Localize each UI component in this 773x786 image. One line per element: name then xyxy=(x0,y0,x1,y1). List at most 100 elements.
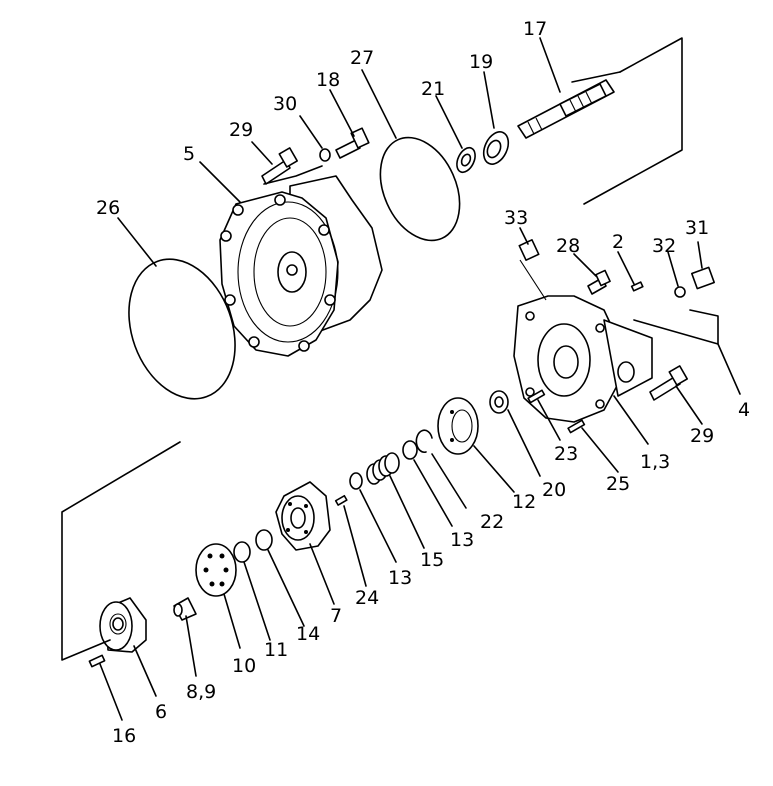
label-23: 23 xyxy=(554,443,578,465)
bearing-19 xyxy=(482,131,510,165)
pin-23 xyxy=(527,389,546,404)
label-7: 7 xyxy=(330,605,342,627)
label-13-upper: 13 xyxy=(450,529,474,551)
washer-30 xyxy=(319,148,331,162)
washer-13-upper xyxy=(402,440,418,460)
label-21: 21 xyxy=(421,78,445,100)
plug-33 xyxy=(518,238,540,262)
leader-16 xyxy=(99,663,123,721)
pin-25 xyxy=(567,419,586,434)
o-ring-26 xyxy=(128,258,236,400)
leader-12 xyxy=(473,445,515,493)
leader-17 xyxy=(571,71,621,83)
leader-27 xyxy=(361,69,397,139)
leader-33 xyxy=(519,227,529,245)
label-33: 33 xyxy=(504,207,528,229)
label-19: 19 xyxy=(469,51,493,73)
leader-31 xyxy=(697,241,703,269)
cover-1-3 xyxy=(513,295,653,423)
bolt-path-29 xyxy=(263,165,323,185)
leader-6 xyxy=(133,645,157,697)
plate-10 xyxy=(195,543,237,597)
leader-19 xyxy=(483,71,495,129)
snap-ring-22 xyxy=(415,429,433,454)
plug-31 xyxy=(691,266,715,290)
housing-5 xyxy=(219,175,383,357)
leader-2 xyxy=(617,251,635,285)
label-31: 31 xyxy=(685,217,709,239)
pin-16 xyxy=(88,654,106,668)
leader-20 xyxy=(507,409,541,477)
label-15: 15 xyxy=(420,549,444,571)
cap-6 xyxy=(99,597,147,653)
leader-8-9 xyxy=(185,615,197,677)
washer-32 xyxy=(674,286,686,298)
piston-8-9 xyxy=(173,597,197,621)
leader-11 xyxy=(243,561,271,641)
leader-22 xyxy=(431,453,467,509)
label-2: 2 xyxy=(612,231,624,253)
plate-12 xyxy=(437,397,479,455)
cover-frame-line xyxy=(633,309,719,345)
label-25: 25 xyxy=(606,473,630,495)
rotor-7 xyxy=(275,481,331,551)
label-22: 22 xyxy=(480,511,504,533)
label-6: 6 xyxy=(155,701,167,723)
label-32: 32 xyxy=(652,235,676,257)
label-30: 30 xyxy=(273,93,297,115)
leader-29-top xyxy=(251,141,273,165)
label-18: 18 xyxy=(316,69,340,91)
leader-18 xyxy=(329,89,355,137)
label-24: 24 xyxy=(355,587,379,609)
label-5: 5 xyxy=(183,143,195,165)
leader-13-upper xyxy=(413,459,453,527)
leader-1-3 xyxy=(613,395,649,445)
leader-26 xyxy=(117,217,157,267)
label-27: 27 xyxy=(350,47,374,69)
label-10: 10 xyxy=(232,655,256,677)
label-29-right: 29 xyxy=(690,425,714,447)
leader-10 xyxy=(223,593,241,649)
label-29-top: 29 xyxy=(229,119,253,141)
leader-21 xyxy=(435,95,463,149)
label-26: 26 xyxy=(96,197,120,219)
cap-frame-line xyxy=(61,441,181,661)
leader-7 xyxy=(309,543,335,605)
leader-4 xyxy=(717,343,741,395)
bolt-29-right xyxy=(649,365,688,401)
leader-30 xyxy=(299,115,323,149)
leader-29-right xyxy=(675,385,703,425)
pin-24 xyxy=(334,494,348,506)
plug-path-33 xyxy=(519,259,547,301)
label-8-9: 8,9 xyxy=(186,681,216,703)
label-11: 11 xyxy=(264,639,288,661)
bolt-29-top xyxy=(261,147,298,185)
leader-14 xyxy=(267,549,305,627)
bearing-20 xyxy=(489,390,509,414)
ring-14 xyxy=(255,529,273,551)
label-4: 4 xyxy=(738,399,750,421)
leader-5 xyxy=(199,161,241,203)
label-12: 12 xyxy=(512,491,536,513)
label-13-lower: 13 xyxy=(388,567,412,589)
label-14: 14 xyxy=(296,623,320,645)
washer-13-lower xyxy=(349,472,363,490)
leader-13-lower xyxy=(359,489,397,563)
label-16: 16 xyxy=(112,725,136,747)
bolt-18 xyxy=(335,127,370,159)
spring-15 xyxy=(366,452,400,485)
leader-23 xyxy=(537,399,561,441)
fitting-28 xyxy=(587,269,611,295)
o-ring-27 xyxy=(379,136,461,242)
leader-25 xyxy=(581,427,619,473)
drive-shaft xyxy=(517,79,615,139)
label-17: 17 xyxy=(523,18,547,40)
label-1-3: 1,3 xyxy=(640,451,670,473)
leader-32 xyxy=(667,251,679,287)
leader-17b xyxy=(539,37,561,93)
seal-21 xyxy=(456,146,476,174)
label-28: 28 xyxy=(556,235,580,257)
leader-15 xyxy=(389,475,425,549)
leader-24 xyxy=(343,505,367,587)
